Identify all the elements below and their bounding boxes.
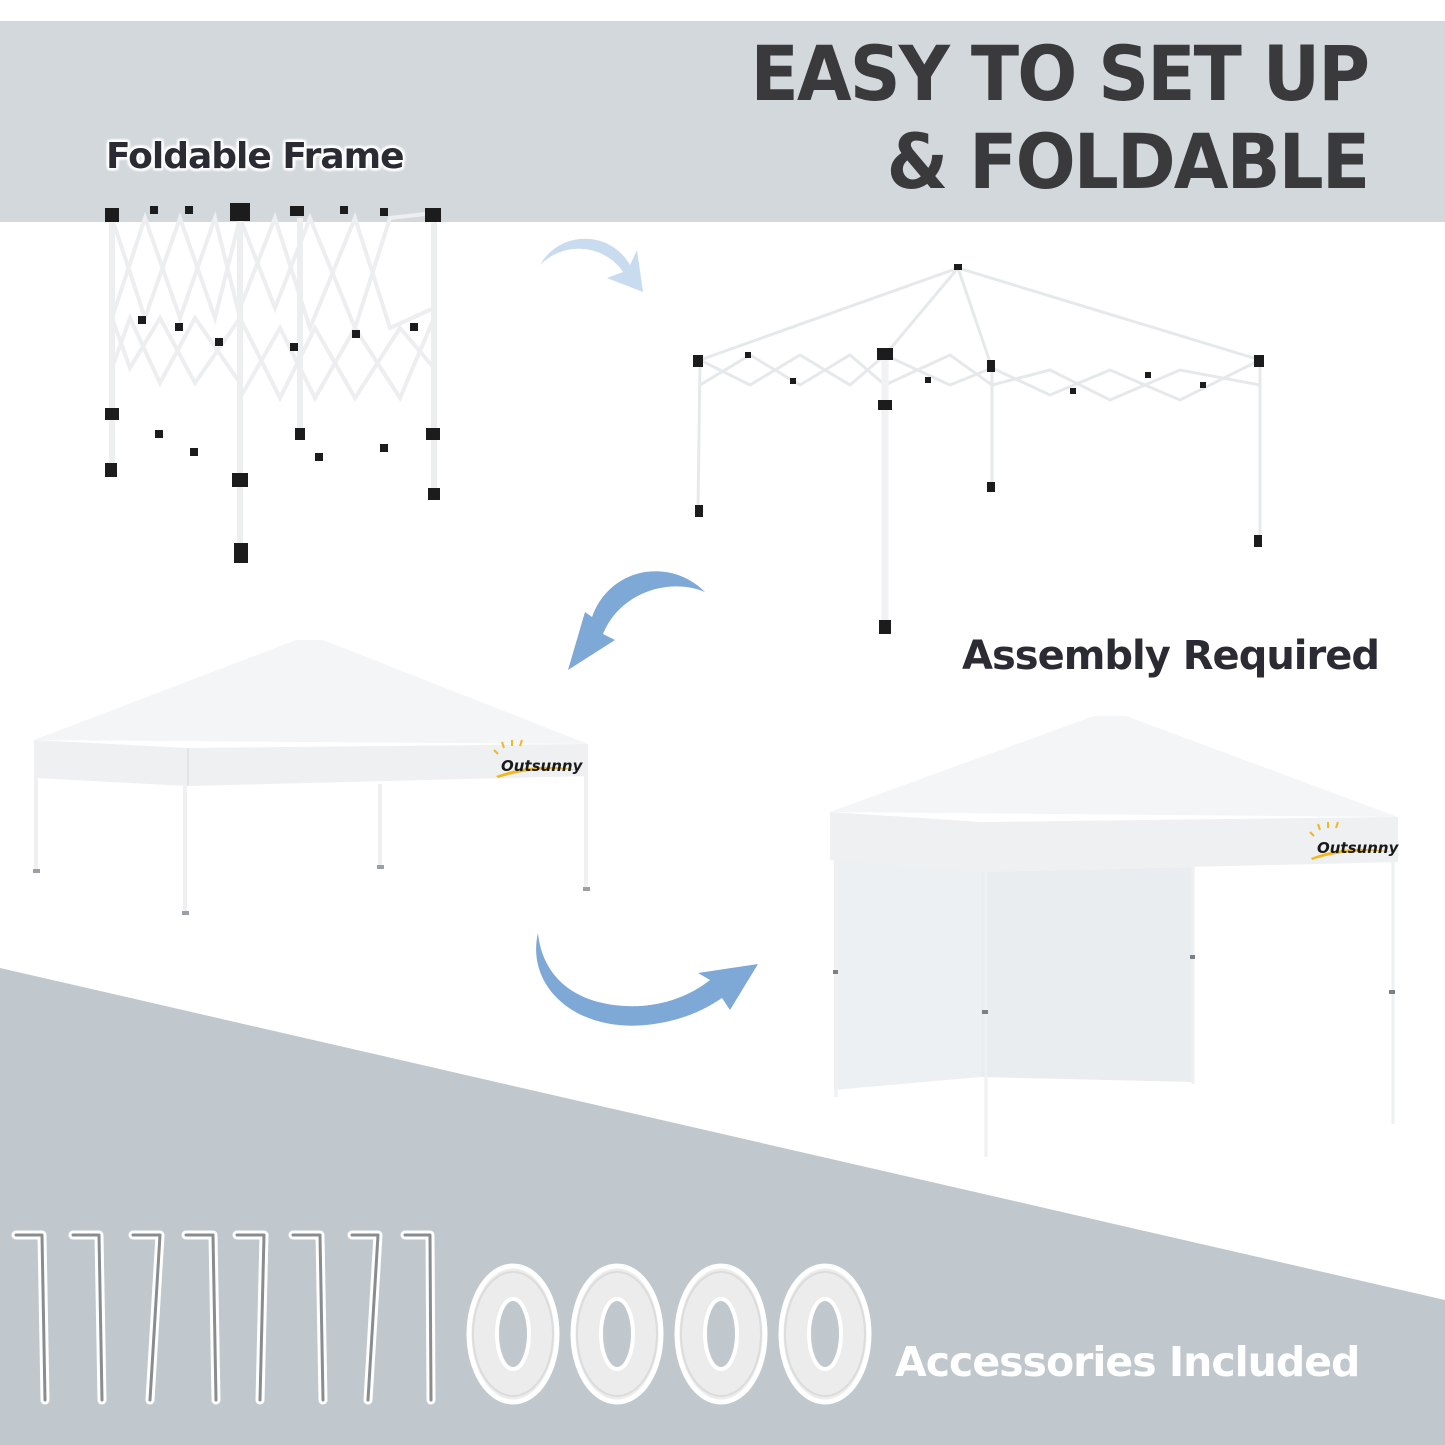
rope-coils-image xyxy=(466,1263,872,1405)
headline-line-2: & FOLDABLE xyxy=(886,117,1369,206)
ground-stakes-image xyxy=(11,1230,436,1405)
headline: EASY TO SET UP & FOLDABLE xyxy=(750,29,1370,206)
headline-line-1: EASY TO SET UP xyxy=(750,29,1370,118)
canopy-tent-image: Outsunny xyxy=(33,640,590,915)
assembly-required-label: Assembly Required xyxy=(962,633,1380,679)
arrow-right-down-icon xyxy=(540,238,643,292)
outsunny-logo-2: Outsunny xyxy=(1309,821,1400,860)
svg-text:Outsunny: Outsunny xyxy=(501,757,584,775)
arrow-right-up-icon xyxy=(536,933,758,1026)
folded-frame-image xyxy=(105,203,441,563)
svg-text:Outsunny: Outsunny xyxy=(1317,839,1400,857)
canopy-with-sidewall-image: Outsunny xyxy=(830,716,1400,1157)
expanded-frame-image xyxy=(693,264,1264,634)
header-band xyxy=(0,21,1445,222)
arrow-left-down-icon xyxy=(568,571,705,670)
accessories-included-label: Accessories Included xyxy=(895,1338,1360,1386)
foldable-frame-label: Foldable Frame xyxy=(106,136,405,177)
outsunny-logo: Outsunny xyxy=(493,739,584,778)
